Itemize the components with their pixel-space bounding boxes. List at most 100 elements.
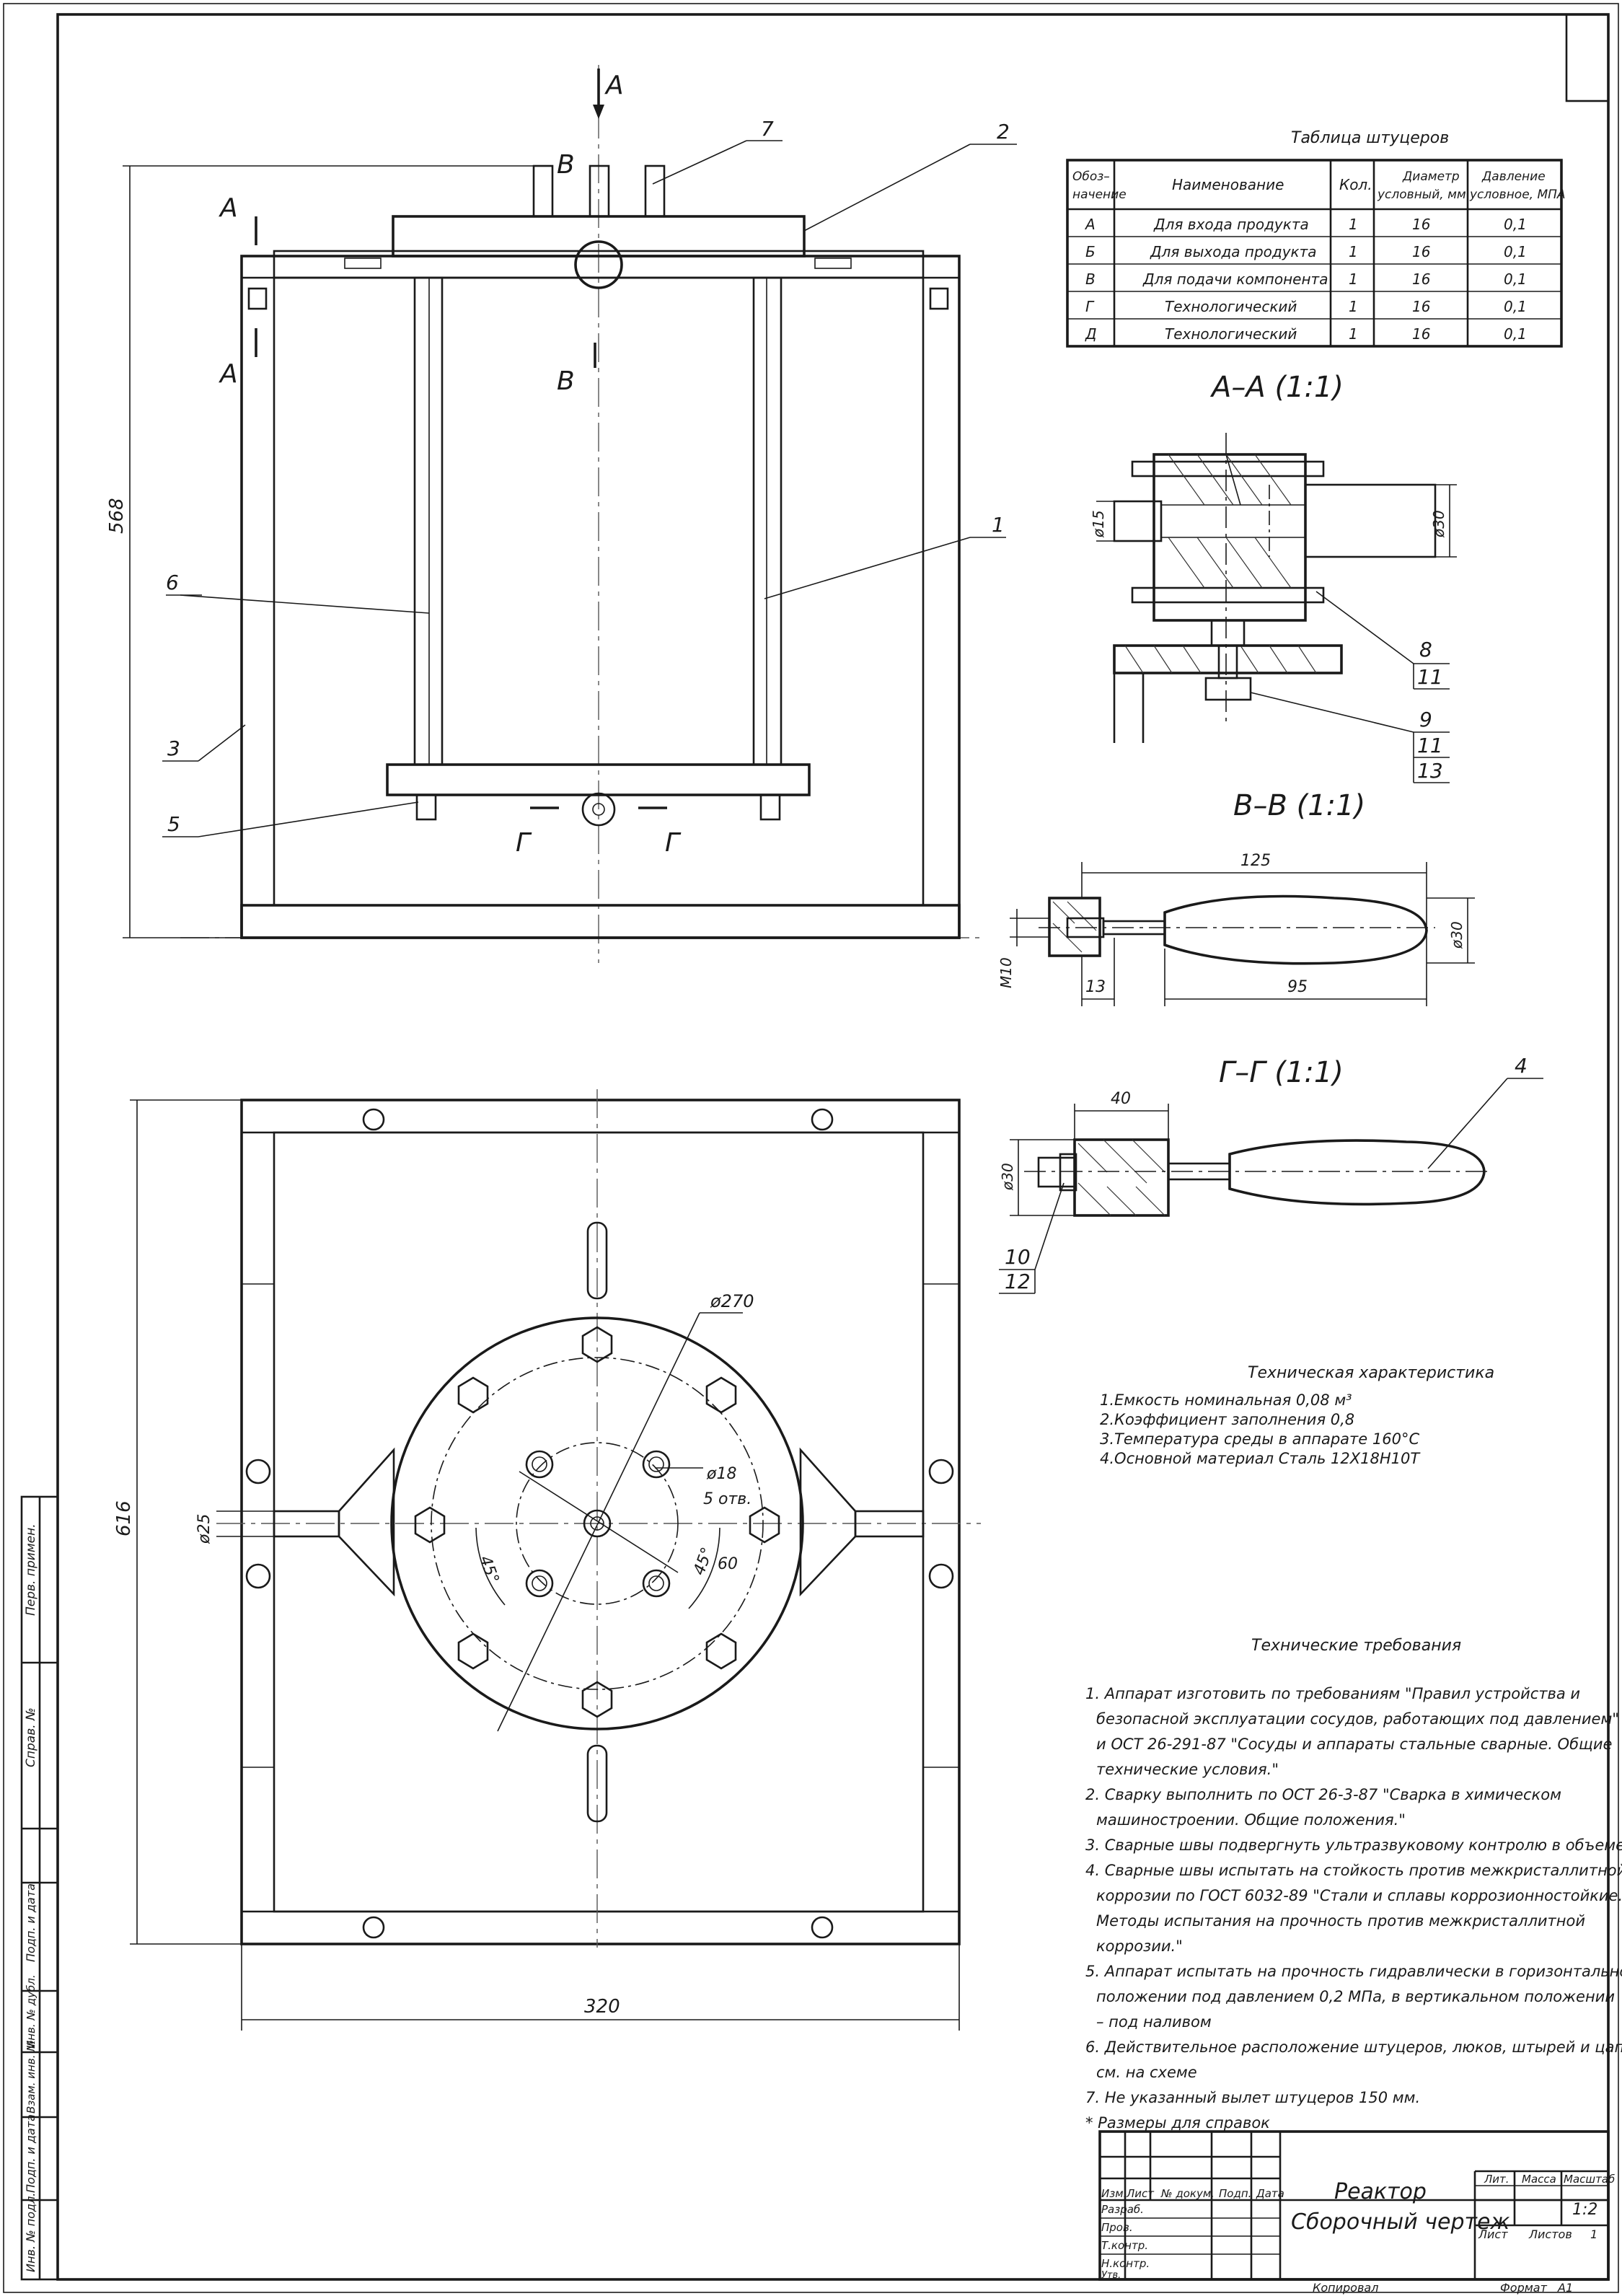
tech-req-line-16: см. на схеме — [1096, 2064, 1197, 2081]
th-name: Наименование — [1172, 176, 1284, 193]
marker-g-left: Г — [516, 828, 532, 858]
pos-8: 8 — [1419, 638, 1432, 661]
dim-aa-d30: ø30 — [1430, 510, 1447, 538]
tech-req-line-1: 1. Аппарат изготовить по требованиям "Пр… — [1085, 1685, 1580, 1702]
th-designation-1: Обоз– — [1072, 170, 1110, 184]
tech-req-line-2: безопасной эксплуатации сосудов, работаю… — [1096, 1710, 1619, 1728]
pos-11-a: 11 — [1417, 665, 1443, 689]
section-gg: Г–Г (1:1) 40 ø30 4 10 12 — [999, 1054, 1543, 1294]
tech-req-line-5: 2. Сварку выполнить по ОСТ 26-3-87 "Свар… — [1085, 1786, 1561, 1803]
pos-4: 4 — [1515, 1054, 1528, 1078]
tech-req-line-13: положении под давлением 0,2 МПа, в верти… — [1096, 1988, 1615, 2005]
marker-a-left-top: А — [219, 193, 238, 223]
section-gg-title: Г–Г (1:1) — [1219, 1056, 1344, 1089]
marker-v-top: В — [557, 150, 575, 180]
dim-320: 320 — [584, 1996, 620, 2018]
section-vv-title: В–В (1:1) — [1233, 789, 1365, 822]
row-a-qty: 1 — [1349, 216, 1358, 233]
row-d-name: Технологический — [1165, 325, 1297, 343]
row-d-diameter: 16 — [1412, 325, 1430, 343]
tech-char-4: 4.Основной материал Сталь 12Х18Н10Т — [1100, 1450, 1421, 1467]
stamp-perv-primen: Перв. примен. — [24, 1523, 38, 1616]
row-a-designation: А — [1084, 216, 1096, 233]
tech-req-line-18: * Размеры для справок — [1085, 2114, 1270, 2132]
dim-616: 616 — [113, 1500, 135, 1536]
tb-title-line2: Сборочный чертеж — [1291, 2209, 1509, 2235]
stamp-inv-dubl: Инв. № дубл. — [25, 1974, 38, 2049]
stamp-inv-podl: Инв. № подл. — [24, 2193, 38, 2272]
row-a-name: Для входа продукта — [1153, 216, 1309, 233]
row-v-diameter: 16 — [1412, 270, 1430, 288]
row-v-name: Для подачи компонента — [1142, 270, 1328, 288]
dim-vv-95: 95 — [1287, 978, 1308, 996]
tech-req-line-10: Методы испытания на прочность против меж… — [1096, 1912, 1585, 1930]
tb-col-sign: Подп. — [1219, 2187, 1251, 2200]
tb-title-line1: Реактор — [1334, 2179, 1427, 2204]
dim-vv-125: 125 — [1240, 852, 1271, 870]
row-g-designation: Г — [1085, 298, 1095, 315]
th-diameter-2: условный, мм — [1377, 188, 1466, 202]
tb-lit: Лит. — [1484, 2173, 1509, 2186]
pos-5: 5 — [167, 812, 180, 836]
tech-req-line-9: коррозии по ГОСТ 6032-89 "Стали и сплавы… — [1096, 1887, 1622, 1904]
dim-vv-d30: ø30 — [1448, 921, 1465, 949]
th-qty: Кол. — [1339, 176, 1372, 193]
pos-7: 7 — [761, 117, 774, 141]
tech-req-title: Технические требования — [1251, 1637, 1461, 1655]
tb-role-razrab: Разраб. — [1101, 2203, 1144, 2216]
marker-v-bottom: В — [557, 366, 575, 396]
row-b-designation: Б — [1085, 243, 1096, 260]
tb-role-prov: Пров. — [1101, 2221, 1133, 2234]
pos-1: 1 — [992, 513, 1005, 537]
tech-req-line-3: и ОСТ 26-291-87 "Сосуды и аппараты сталь… — [1096, 1736, 1612, 1753]
dim-568: 568 — [106, 498, 128, 534]
dim-45-right: 45° — [690, 1545, 717, 1578]
row-g-diameter: 16 — [1412, 298, 1430, 315]
row-a-diameter: 16 — [1412, 216, 1430, 233]
tech-req-line-8: 4. Сварные швы испытать на стойкость про… — [1085, 1862, 1622, 1879]
tb-col-izm: Изм. — [1101, 2187, 1127, 2200]
row-b-diameter: 16 — [1412, 243, 1430, 260]
tech-characteristics: Техническая характеристика 1.Емкость ном… — [1100, 1364, 1494, 1467]
tech-req-line-17: 7. Не указанный вылет штуцеров 150 мм. — [1085, 2089, 1420, 2106]
tb-role-nkontr: Н.контр. — [1101, 2257, 1150, 2270]
stamp-podp-data-2: Подп. и дата — [24, 2114, 38, 2193]
dim-d25: ø25 — [195, 1514, 213, 1544]
dim-d270: ø270 — [710, 1291, 754, 1311]
tech-req-line-15: 6. Действительное расположение штуцеров,… — [1085, 2038, 1622, 2056]
dim-gg-d30: ø30 — [999, 1163, 1016, 1191]
marker-a-left-bottom: А — [219, 359, 238, 389]
dim-aa-d15: ø15 — [1090, 510, 1107, 538]
pos-9: 9 — [1419, 708, 1432, 731]
plan-dimensions: 616 320 ø270 ø18 5 отв. ø25 45° 45° 60 — [113, 1099, 960, 2031]
title-block: Изм. Лист № докум. Подп. Дата Разраб. Пр… — [1098, 2130, 1615, 2295]
row-b-pressure: 0,1 — [1504, 243, 1527, 260]
marker-g-right: Г — [665, 828, 682, 858]
section-aa: А–А (1:1) ø15 — [1090, 371, 1457, 783]
dim-vv-13: 13 — [1085, 978, 1106, 996]
th-pressure-1: Давление — [1481, 170, 1546, 184]
stamp-podp-data-1: Подп. и дата — [24, 1883, 38, 1962]
tb-copied: Копировал — [1313, 2281, 1378, 2295]
th-designation-2: начение — [1072, 188, 1127, 202]
dim-d18: ø18 — [706, 1465, 736, 1483]
section-aa-title: А–А (1:1) — [1209, 371, 1344, 404]
tb-role-tkontr: Т.контр. — [1101, 2239, 1148, 2252]
row-a-pressure: 0,1 — [1504, 216, 1527, 233]
nozzle-table-rows: А Для входа продукта 1 16 0,1 Б Для выхо… — [1084, 216, 1527, 343]
tech-char-1: 1.Емкость номинальная 0,08 м³ — [1100, 1391, 1352, 1409]
pos-13: 13 — [1417, 759, 1443, 783]
marker-a-top: А — [604, 71, 624, 100]
tech-char-2: 2.Коэффициент заполнения 0,8 — [1100, 1411, 1354, 1428]
tb-col-date: Дата — [1256, 2187, 1284, 2200]
front-view-markers: А А А В В Г Г — [219, 69, 682, 858]
tech-req-line-12: 5. Аппарат испытать на прочность гидравл… — [1085, 1963, 1622, 1980]
row-g-pressure: 0,1 — [1504, 298, 1527, 315]
tb-col-list: Лист — [1126, 2187, 1155, 2200]
row-d-designation: Д — [1085, 325, 1097, 343]
drawing-frame — [3, 3, 1619, 2293]
row-v-qty: 1 — [1349, 270, 1358, 288]
tb-sheet: Лист — [1478, 2227, 1508, 2241]
tb-mass: Масса — [1522, 2173, 1556, 2186]
tb-scale: Масштаб — [1564, 2173, 1615, 2186]
